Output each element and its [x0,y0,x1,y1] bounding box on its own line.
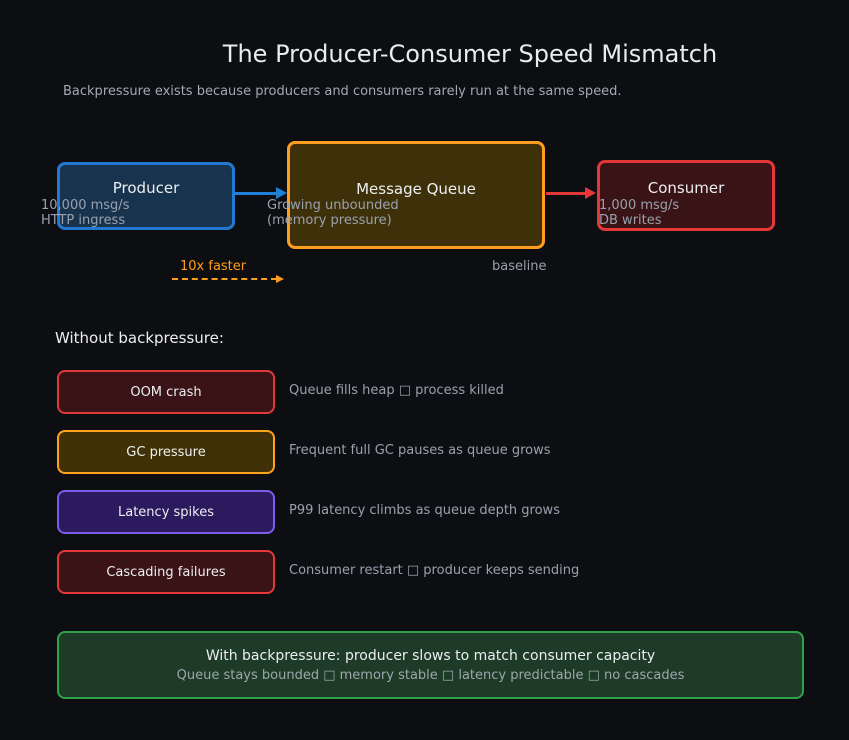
failure-label: GC pressure [126,444,206,460]
failure-box-gc-pressure: GC pressure [57,430,275,474]
page-subtitle: Backpressure exists because producers an… [63,84,622,99]
ten-x-dashed-arrow [172,278,277,280]
with-backpressure-headline: With backpressure: producer slows to mat… [205,647,656,664]
consumer-rate-note: baseline [492,259,547,274]
queue-to-consumer-arrowhead-icon [585,187,596,199]
failure-box-latency-spikes: Latency spikes [57,490,275,534]
failure-box-oom-crash: OOM crash [57,370,275,414]
failure-description: Frequent full GC pauses as queue grows [289,443,551,458]
consumer-rate: 1,000 msg/s [599,198,680,213]
without-backpressure-heading: Without backpressure: [55,329,224,347]
failure-description: Consumer restart □ producer keeps sendin… [289,563,580,578]
queue-detail: (memory pressure) [267,213,392,228]
with-backpressure-box: With backpressure: producer slows to mat… [57,631,804,699]
failure-description: Queue fills heap □ process killed [289,383,504,398]
producer-rate-note: 10x faster [180,259,247,274]
queue-rate: Growing unbounded [267,198,399,213]
consumer-detail: DB writes [599,213,662,228]
with-backpressure-detail: Queue stays bounded □ memory stable □ la… [176,667,685,683]
producer-label: Producer [112,179,180,197]
consumer-node [597,160,775,231]
failure-label: Latency spikes [118,504,214,520]
failure-label: OOM crash [130,384,202,400]
producer-to-queue-arrowhead-icon [276,187,287,199]
failure-description: P99 latency climbs as queue depth grows [289,503,560,518]
consumer-label: Consumer [647,179,725,197]
producer-detail: HTTP ingress [41,213,126,228]
producer-node [57,162,235,230]
producer-to-queue-arrow [235,192,279,195]
queue-node [287,141,545,249]
failure-label: Cascading failures [106,564,226,580]
queue-to-consumer-arrow [546,192,586,195]
page-title: The Producer-Consumer Speed Mismatch [222,40,718,68]
queue-label: Message Queue [356,180,476,198]
ten-x-dashed-arrowhead-icon [276,275,284,283]
producer-rate: 10,000 msg/s [41,198,130,213]
failure-box-cascading-failures: Cascading failures [57,550,275,594]
